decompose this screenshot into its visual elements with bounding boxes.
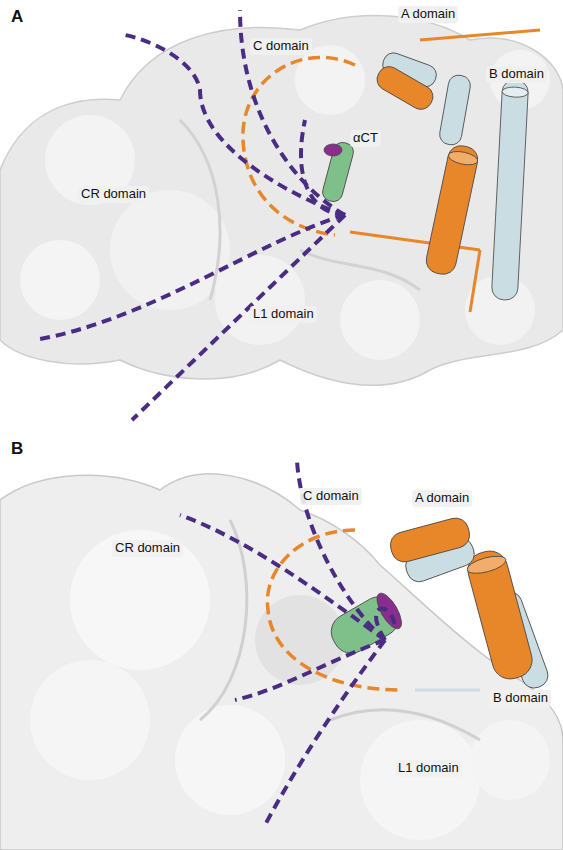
domain-label: CR domain [78, 186, 149, 203]
domain-label: B domain [486, 66, 547, 83]
domain-label: L1 domain [250, 306, 317, 323]
dashed-traces-a [35, 10, 355, 420]
dashed-traces-b [180, 460, 400, 825]
surface-a [0, 16, 563, 386]
domain-label: CR domain [112, 540, 183, 557]
helices-b [325, 515, 552, 691]
domain-label: A domain [412, 490, 472, 507]
domain-label: αCT [350, 130, 381, 147]
domain-label: A domain [398, 6, 458, 23]
domain-label: C domain [300, 488, 362, 505]
domain-label: C domain [250, 38, 312, 55]
domain-label: B domain [490, 690, 551, 707]
domain-label: L1 domain [395, 760, 462, 777]
panel-letter: A [8, 6, 26, 28]
surface-b [0, 474, 563, 850]
panel-letter: B [8, 438, 26, 460]
